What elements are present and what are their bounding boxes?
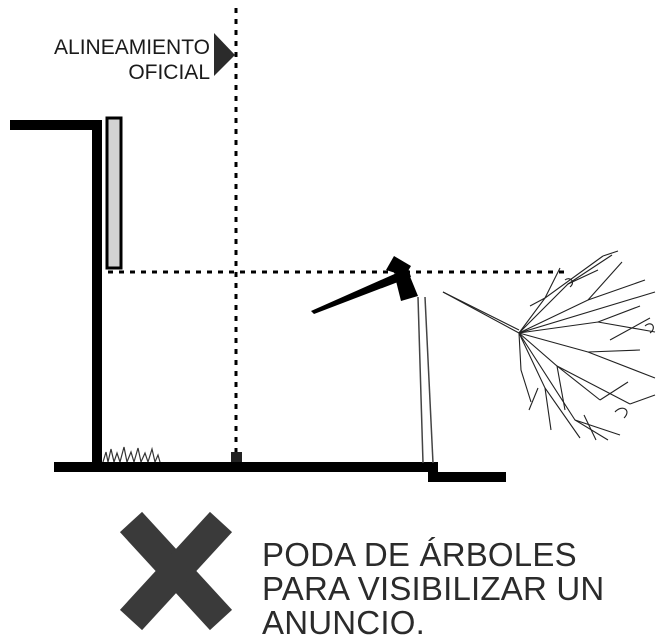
lamp-cap (386, 256, 411, 276)
grass-tuft (102, 446, 161, 465)
alignment-label-line-2: OFICIAL (128, 61, 210, 84)
alignment-marker (231, 452, 242, 464)
x-mark-icon (119, 511, 233, 631)
sign-panel (105, 116, 123, 270)
lamp-pole-right (424, 296, 434, 464)
caption: PODA DE ÁRBOLES PARA VISIBILIZAR UN ANUN… (262, 538, 642, 640)
lamp-arm (311, 268, 411, 314)
caption-line-2: PARA VISIBILIZAR UN (262, 570, 605, 607)
caption-line-3: ANUNCIO. (262, 604, 425, 641)
lamp-pole-left (417, 296, 424, 464)
pruned-tree-branches (442, 250, 656, 441)
alignment-label-line-1: ALINEAMIENTO (54, 36, 210, 59)
building-wall (10, 120, 102, 465)
alignment-arrow-icon (214, 33, 235, 76)
caption-line-1: PODA DE ÁRBOLES (262, 536, 577, 573)
curb-step (428, 462, 506, 482)
lamp-head (396, 274, 418, 301)
